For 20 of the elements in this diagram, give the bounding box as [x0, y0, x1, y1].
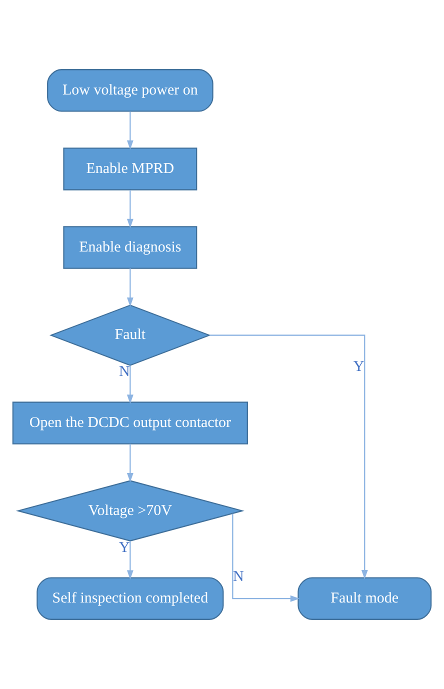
- node-box: Open the DCDC output contactor: [12, 402, 248, 444]
- edge-label: Y: [353, 359, 364, 376]
- arrow: [210, 334, 368, 580]
- arrow: [126, 111, 134, 150]
- arrow: [126, 190, 134, 228]
- node-box: Fault mode: [298, 577, 432, 620]
- node-diamond: Voltage >70V: [16, 480, 244, 542]
- arrow: [126, 444, 134, 482]
- arrow: [126, 365, 134, 404]
- node-box: Enable diagnosis: [63, 226, 198, 269]
- edge-label: Y: [118, 540, 130, 556]
- node-box: Enable MPRD: [63, 148, 198, 190]
- arrow: [126, 268, 134, 307]
- edge-label: N: [118, 364, 130, 380]
- arrow: [232, 514, 300, 602]
- node-diamond: Fault: [49, 304, 211, 366]
- edge-label: N: [233, 569, 244, 586]
- node-box: Self inspection completed: [36, 577, 224, 620]
- arrow: [126, 541, 134, 580]
- node-box: Low voltage power on: [47, 69, 214, 112]
